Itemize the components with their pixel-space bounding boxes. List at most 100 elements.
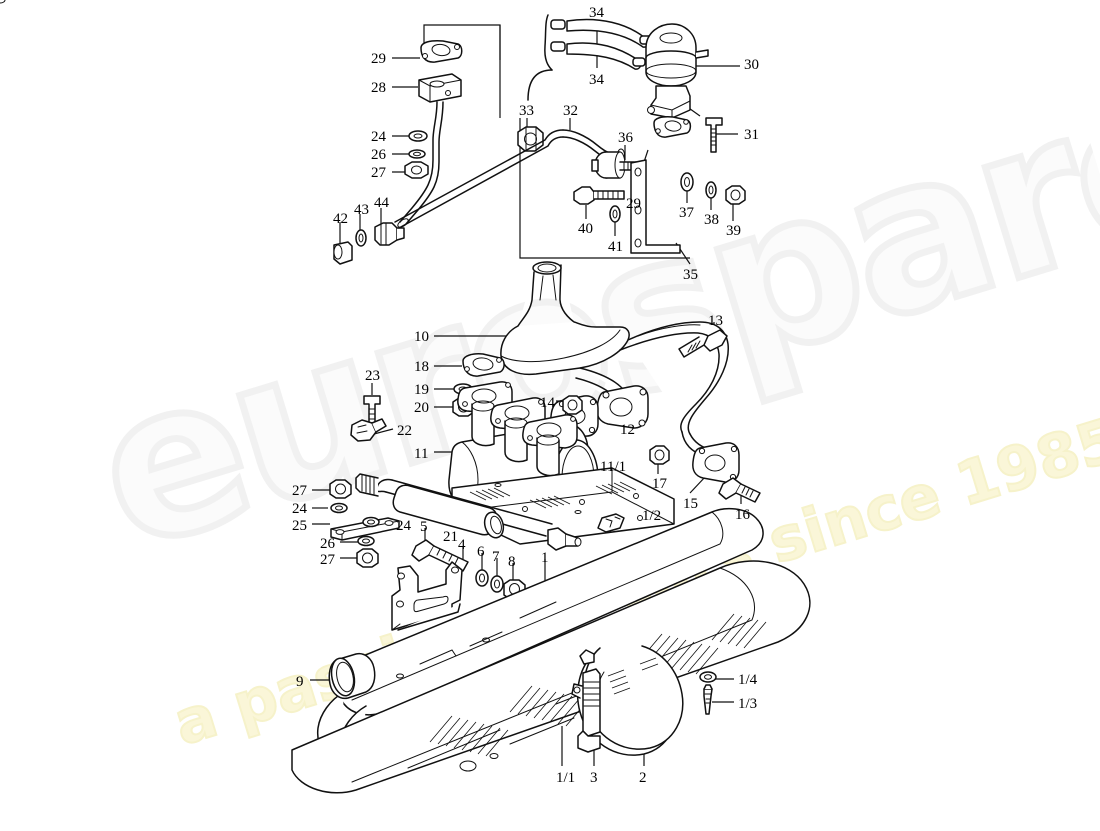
connecting-pipe-21 (355, 473, 582, 551)
callout-26: 26 (320, 536, 335, 552)
callout-13: 13 (708, 313, 723, 329)
nut-14 (562, 395, 583, 415)
callout-38: 38 (704, 212, 719, 228)
outlet-flange-15 (692, 442, 740, 483)
callout-33: 33 (519, 103, 534, 119)
callout-1-3: 1/3 (738, 696, 758, 712)
callout-34: 34 (589, 5, 604, 21)
washer-26 (357, 535, 375, 547)
callout-11-1: 11/1 (600, 459, 627, 475)
lower-heat-shield-1-1 (291, 560, 811, 794)
callout-9: 9 (296, 674, 304, 690)
callout-35: 35 (683, 267, 698, 283)
callout-20: 20 (414, 400, 429, 416)
callout-24: 24 (396, 518, 411, 534)
parts-diagram-canvas: eurospares a passion for cars since 1985… (0, 0, 1100, 794)
gasket-18 (462, 353, 505, 377)
callout-41: 41 (608, 239, 623, 255)
callout-26: 26 (371, 147, 386, 163)
washer-24-right (362, 516, 380, 528)
callout-27: 27 (371, 165, 386, 181)
bolt-16 (718, 477, 761, 503)
nut-27-upper-left (329, 479, 352, 499)
flange-28 (397, 73, 462, 228)
callout-1: 1 (541, 550, 549, 566)
washer-37 (680, 172, 694, 192)
callout-5: 5 (420, 519, 428, 535)
callout-4: 4 (458, 537, 466, 553)
callout-8: 8 (508, 554, 516, 570)
callout-24: 24 (292, 501, 307, 517)
callout-1-2: 1/2 (642, 508, 662, 524)
bracket-35 (630, 159, 681, 254)
callout-36: 36 (618, 130, 633, 146)
exhaust-system-line-art: .s{fill:none;stroke:#111;stroke-width:1.… (0, 0, 811, 794)
washer-6 (475, 569, 489, 587)
callout-30: 30 (744, 57, 759, 73)
sleeve-9 (328, 652, 376, 700)
callout-3: 3 (590, 770, 598, 786)
callout-34: 34 (589, 72, 604, 88)
callout-27: 27 (320, 552, 335, 568)
fitting-44 (374, 222, 405, 246)
callout-31: 31 (744, 127, 759, 143)
callout-29: 29 (626, 196, 641, 212)
nut-39 (725, 185, 746, 205)
bolt-3 (577, 668, 601, 753)
valve-36 (591, 151, 637, 179)
callout-19: 19 (414, 382, 429, 398)
callout-24: 24 (371, 129, 386, 145)
bracket-4 (391, 561, 463, 631)
washer-38 (705, 181, 717, 199)
callout-28: 28 (371, 80, 386, 96)
callout-16: 16 (735, 507, 750, 523)
callout-17: 17 (652, 476, 667, 492)
callout-25: 25 (292, 518, 307, 534)
washer-41 (609, 205, 621, 223)
bolt-31 (705, 117, 723, 153)
heat-exchanger-10 (500, 261, 729, 457)
air-hoses-group (527, 14, 653, 101)
strap-25 (330, 517, 400, 541)
callout-29: 29 (371, 51, 386, 67)
callout-6: 6 (477, 544, 485, 560)
screw-1-3 (703, 684, 713, 715)
bolt-13 (678, 329, 728, 358)
callout-7: 7 (492, 549, 500, 565)
callout-21: 21 (443, 529, 458, 545)
egr-valve-30 (645, 23, 709, 119)
callout-27: 27 (292, 483, 307, 499)
callout-2: 2 (639, 770, 647, 786)
washer-1-4 (699, 671, 717, 683)
gasket-29-top (420, 40, 463, 63)
nut-17 (649, 445, 670, 465)
nut-27-lower-left (356, 548, 379, 568)
fitting-22 (350, 418, 387, 442)
callout-23: 23 (365, 368, 380, 384)
washer-7 (490, 575, 504, 593)
clip-1-2 (597, 513, 625, 533)
callout-11: 11 (414, 446, 429, 462)
callout-32: 32 (563, 103, 578, 119)
washer-43 (355, 229, 367, 247)
washer-24-left (330, 502, 348, 514)
bolt-40 (573, 186, 625, 205)
callout-42: 42 (333, 211, 348, 227)
fitting-42 (333, 241, 353, 265)
callout-12: 12 (620, 422, 635, 438)
callout-37: 37 (679, 205, 694, 221)
callout-40: 40 (578, 221, 593, 237)
clamp-2 (571, 645, 684, 756)
gasket-29-lower (653, 116, 692, 138)
callout-15: 15 (683, 496, 698, 512)
callout-43: 43 (354, 202, 369, 218)
callout-39: 39 (726, 223, 741, 239)
callout-1-1: 1/1 (556, 770, 576, 786)
bolt-5 (411, 539, 469, 572)
inlet-stub-3 (522, 414, 578, 477)
callout-1-4: 1/4 (738, 672, 758, 688)
callout-22: 22 (397, 423, 412, 439)
hardware-stack-top (404, 130, 429, 179)
outlet-flange-right (596, 385, 649, 429)
nut-33 (517, 126, 544, 152)
